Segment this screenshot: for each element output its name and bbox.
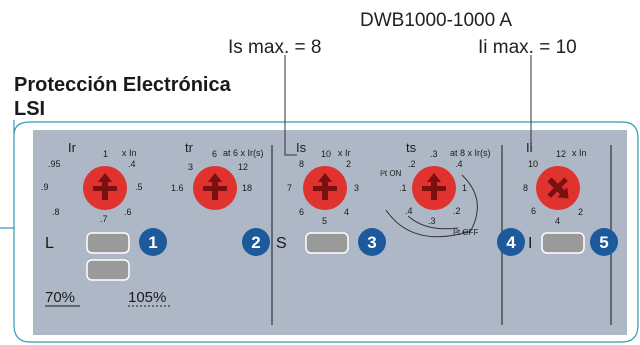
led-l-lower xyxy=(86,259,130,281)
tr-scale: 12 xyxy=(238,162,248,172)
ts-scale: I²t ON xyxy=(380,169,402,178)
ir-scale: .7 xyxy=(100,214,108,224)
ii-unit: x In xyxy=(572,148,587,158)
badge-4-number: 4 xyxy=(506,233,516,252)
is-leader-line xyxy=(284,55,297,156)
led-s xyxy=(305,232,349,254)
is-unit: x Ir xyxy=(338,148,351,158)
ii-scale: 8 xyxy=(523,183,528,193)
ts-scale: .3 xyxy=(428,216,436,226)
title-line-1: Protección Electrónica xyxy=(14,74,231,96)
ii-scale: 2 xyxy=(578,207,583,217)
pct-70-label: 70% xyxy=(45,289,75,306)
tr-scale: 6 xyxy=(212,149,217,159)
ts-scale: .2 xyxy=(408,159,416,169)
pct-105-label: 105% xyxy=(128,289,166,306)
is-symbol: Is xyxy=(296,140,307,155)
ii-symbol: Ii xyxy=(526,140,533,155)
badge-5-number: 5 xyxy=(599,233,608,252)
badge-1-number: 1 xyxy=(148,233,157,252)
ts-scale: .4 xyxy=(455,159,463,169)
ts-curve xyxy=(385,209,469,238)
ii-scale: 6 xyxy=(531,206,536,216)
ir-scale: .6 xyxy=(124,207,132,217)
title-line-2: LSI xyxy=(14,98,46,120)
ir-scale: .5 xyxy=(135,182,143,192)
is-scale: 4 xyxy=(344,207,349,217)
is-scale: 7 xyxy=(287,183,292,193)
ts-scale: 1 xyxy=(462,183,467,193)
led-label-l: L xyxy=(45,235,54,252)
is-scale: 2 xyxy=(346,159,351,169)
ir-symbol: Ir xyxy=(68,140,77,155)
ir-scale: 1 xyxy=(103,149,108,159)
ir-scale: .8 xyxy=(52,207,60,217)
ts-symbol: ts xyxy=(406,140,417,155)
tr-symbol: tr xyxy=(185,140,194,155)
is-max-label: Is max. = 8 xyxy=(228,37,322,58)
led-l-upper xyxy=(86,232,130,254)
badge-2-number: 2 xyxy=(251,233,260,252)
led-label-s: S xyxy=(276,235,287,252)
model-label: DWB1000-1000 A xyxy=(360,10,513,31)
dial-ir[interactable]: Ir x In .95 1 .4 .9 .5 .8 .7 .6 xyxy=(41,140,143,224)
ts-unit: at 8 x Ir(s) xyxy=(450,148,491,158)
is-scale: 8 xyxy=(299,159,304,169)
led-i xyxy=(541,232,585,254)
dial-ii[interactable]: Ii x In 10 12 8 6 4 2 xyxy=(523,140,587,226)
ts-curve xyxy=(461,174,478,233)
ts-scale: .1 xyxy=(399,183,407,193)
is-scale: 3 xyxy=(354,183,359,193)
tr-scale: 1.6 xyxy=(171,183,184,193)
ir-scale: .9 xyxy=(41,182,49,192)
outer-frame xyxy=(13,120,639,343)
badge-2 xyxy=(242,228,270,256)
led-label-i: I xyxy=(528,235,532,252)
tr-unit: at 6 x Ir(s) xyxy=(223,148,264,158)
ir-unit: x In xyxy=(122,148,137,158)
ii-scale: 10 xyxy=(528,159,538,169)
tr-scale: 3 xyxy=(188,162,193,172)
ir-scale: .4 xyxy=(128,159,136,169)
badge-3-number: 3 xyxy=(367,233,376,252)
ii-scale: 4 xyxy=(555,216,560,226)
ts-scale: .3 xyxy=(430,149,438,159)
is-scale: 6 xyxy=(299,207,304,217)
ts-scale: I²t OFF xyxy=(453,228,478,237)
ir-scale: .95 xyxy=(48,159,61,169)
badge-5 xyxy=(590,228,618,256)
badge-3 xyxy=(358,228,386,256)
ii-max-label: Ii max. = 10 xyxy=(478,37,577,58)
badge-1 xyxy=(139,228,167,256)
ts-scale: .4 xyxy=(405,206,413,216)
dial-ts[interactable]: ts at 8 x Ir(s) .2 .3 .4 I²t ON .1 1 .4 … xyxy=(380,140,491,238)
ts-curve xyxy=(407,215,459,230)
is-scale: 10 xyxy=(321,149,331,159)
dial-tr[interactable]: tr at 6 x Ir(s) 3 6 12 1.6 18 xyxy=(171,140,264,210)
ii-scale: 12 xyxy=(556,149,566,159)
ts-scale: .2 xyxy=(453,206,461,216)
is-scale: 5 xyxy=(322,216,327,226)
dial-is[interactable]: Is x Ir 8 10 2 7 3 6 5 4 xyxy=(287,140,359,226)
tr-scale: 18 xyxy=(242,183,252,193)
badge-4 xyxy=(497,228,525,256)
